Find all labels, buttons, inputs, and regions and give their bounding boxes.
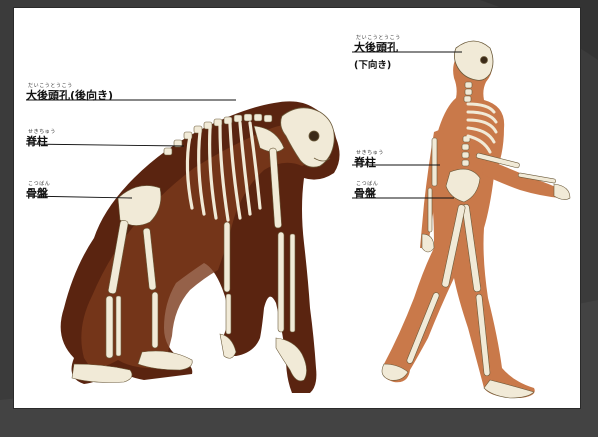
skeleton-illustration xyxy=(14,8,580,408)
human-pelvis-label: 骨盤 xyxy=(354,185,376,201)
human-foramen-sub: (下向き) xyxy=(354,57,391,71)
ape-spine-label: 脊柱 xyxy=(26,133,48,149)
illustration-card: だいこうとうこう 大後頭孔(後向き) せきちゅう 脊柱 こつばん 骨盤 だいこう… xyxy=(14,8,580,408)
human-figure xyxy=(382,41,570,398)
human-spine-label: 脊柱 xyxy=(354,154,376,170)
human-foramen-label: 大後頭孔 xyxy=(354,39,398,55)
ape-pelvis-label: 骨盤 xyxy=(26,185,48,201)
ape-foramen-label: 大後頭孔(後向き) xyxy=(26,87,113,103)
